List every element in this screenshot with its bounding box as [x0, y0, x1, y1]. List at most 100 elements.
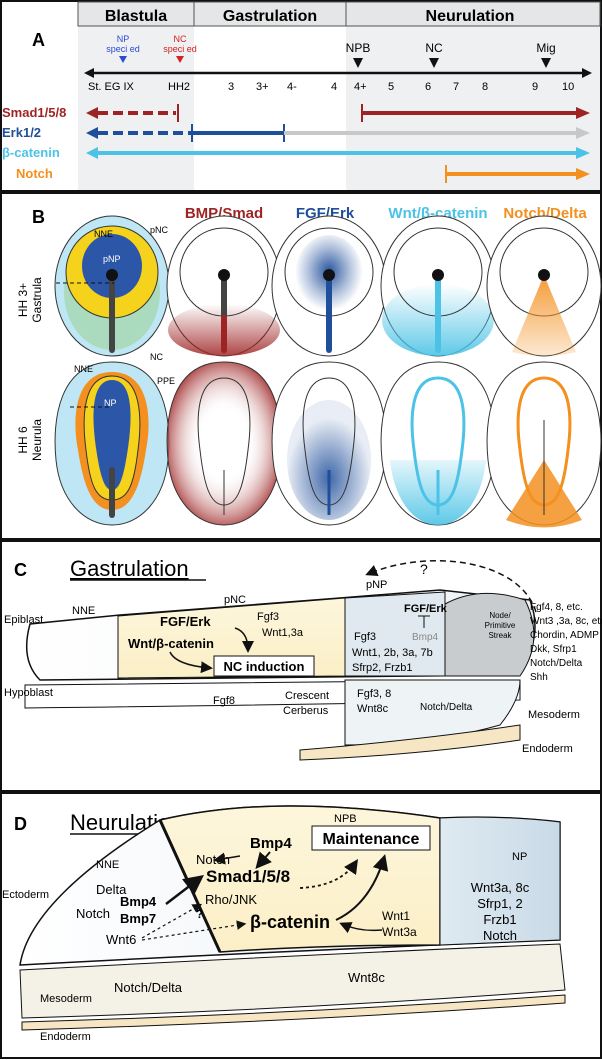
gastrula-notch-node: [538, 269, 550, 281]
nc-specified-icon: [176, 56, 184, 63]
tick-st: St. EG IX: [88, 81, 135, 93]
c-meso-gene-1: Fgf3, 8: [357, 688, 391, 700]
c-dashed-arrow: [365, 559, 537, 613]
panel-d: D Neurulation NPB NP NNE Ectoderm Notch …: [0, 792, 602, 1059]
row2-label-line1: HH 6: [16, 426, 30, 454]
d-np-gene-2: Sfrp1, 2: [477, 896, 523, 911]
d-endoderm-shape: [21, 994, 566, 1031]
c-endoderm: Endoderm: [522, 743, 573, 755]
c-right-gene-4: Dkk, Sfrp1: [530, 644, 577, 655]
panel-a-label: A: [32, 30, 45, 50]
gastrula-bmp: [166, 215, 282, 357]
nc-induction-box: [213, 655, 315, 677]
c-right-gene-5: Notch/Delta: [530, 658, 583, 669]
tick-8: 8: [482, 81, 488, 93]
tick-4p: 4+: [354, 81, 367, 93]
panel-a: A Blastula Gastrulation Neurulation NP s…: [0, 0, 602, 192]
neurula-bmp: [166, 361, 282, 526]
d-arrow-bmp7-smad: [165, 874, 204, 905]
c-nne-label: NNE: [72, 605, 95, 617]
c-pnp-gene-2: Wnt1, 2b, 3a, 7b: [352, 647, 433, 659]
c-fgf8: Fgf8: [213, 695, 235, 707]
d-rho: Rho/JNK: [205, 892, 257, 907]
d-arrow-wnt6-rho: [141, 903, 203, 939]
row1-label-line1: HH 3+: [16, 283, 30, 317]
d-arrow-bcat-maint: [335, 854, 389, 921]
neurula-np: [93, 380, 131, 490]
row2-label-line2: Neurula: [30, 419, 44, 461]
smad-right-arrow: [576, 107, 590, 119]
d-nne-label: NNE: [96, 859, 119, 871]
node-region: [444, 592, 535, 677]
gastrula-pnp-label: pNP: [103, 254, 121, 264]
d-arrow-bmp-notch: [213, 852, 241, 865]
d-np-label: NP: [512, 851, 527, 863]
d-maintenance: Maintenance: [323, 831, 420, 848]
panel-b-label: B: [32, 207, 45, 227]
stage-gastrulation: Gastrulation: [223, 8, 317, 25]
c-fgf3: Fgf3: [257, 611, 279, 623]
d-ectoderm-label: Ectoderm: [2, 889, 49, 901]
gastrula-nne-label: NNE: [94, 229, 113, 239]
tick-hh2: HH2: [168, 81, 190, 93]
col-notch-title: Notch/Delta: [503, 205, 587, 222]
row-notch-label: Notch: [16, 166, 53, 181]
gastrula-overview: NNE pNC pNP: [54, 215, 170, 357]
neurula-nc-label: NC: [150, 352, 163, 362]
erk-left-arrow: [86, 127, 98, 139]
gastrula-fgf-node: [323, 269, 335, 281]
row-smad-label: Smad1/5/8: [2, 105, 66, 120]
d-endoderm: Endoderm: [40, 1031, 91, 1043]
time-axis-left-arrow: [84, 68, 94, 78]
gastrula-node: [106, 269, 118, 281]
tick-10: 10: [562, 81, 574, 93]
d-question: ?: [196, 907, 203, 921]
panel-d-label: D: [14, 814, 27, 834]
c-fgf-arrow: [234, 627, 254, 653]
d-wnt6: Wnt6: [106, 932, 136, 947]
c-fgf-erk2: FGF/Erk: [404, 603, 448, 615]
c-right-genes: Fgf4, 8, etc. Wnt3 ,3a, 8c, etc. Chordin…: [530, 602, 602, 683]
neurula-fgf-gradient: [287, 400, 371, 520]
blastula-shade: [78, 2, 194, 190]
mig-marker-icon: [541, 58, 551, 68]
bcat-left-arrow: [86, 147, 98, 159]
epiblast-label: Epiblast: [4, 614, 43, 626]
tick-6: 6: [425, 81, 431, 93]
maintenance-box: [311, 825, 431, 851]
c-right-gene-3: Chordin, ADMP: [530, 630, 599, 641]
neurula-wnt: [380, 361, 496, 526]
d-bmp4-left: Bmp4: [120, 894, 157, 909]
panel-c: C Gastrulation Epiblast Hypoblast NNE pN…: [0, 540, 602, 792]
row-bcat-label: β-catenin: [2, 145, 60, 160]
notch-right-arrow: [576, 168, 590, 180]
c-right-gene-2: Wnt3 ,3a, 8c, etc.: [530, 616, 602, 627]
tick-7: 7: [453, 81, 459, 93]
gastrula-pnc-label: pNC: [150, 225, 169, 235]
nc-marker-icon: [429, 58, 439, 68]
c-mesoderm: Mesoderm: [528, 709, 580, 721]
neurula-nne-label: NNE: [74, 364, 93, 374]
d-arrow-wnt-bcat: [339, 922, 383, 934]
row1-label-line2: Gastrula: [30, 277, 44, 323]
tick-labels: St. EG IX HH2 3 3+ 4- 4 4+ 5 6 7 8 9 10: [88, 81, 574, 93]
c-bmp4: Bmp4: [412, 632, 439, 643]
tick-3p: 3+: [256, 81, 269, 93]
npb-marker-label: NPB: [346, 41, 371, 55]
gastrula-notch: [486, 215, 602, 357]
d-delta: Delta: [96, 882, 127, 897]
bcat-right-arrow: [576, 147, 590, 159]
c-wnt-arrow: [169, 651, 213, 674]
d-bcat: β-catenin: [250, 912, 330, 932]
neurula-overview: NNE NC NP PPE: [54, 352, 175, 526]
c-fgf-erk: FGF/Erk: [160, 614, 211, 629]
np-specified-icon: [119, 56, 127, 63]
endoderm-shape: [299, 724, 521, 761]
nc-specified-1: NC: [174, 34, 187, 44]
d-bmp7: Bmp7: [120, 911, 156, 926]
d-wnt1: Wnt1: [382, 909, 410, 923]
stage-neurulation: Neurulation: [426, 8, 515, 25]
col-bmp-title: BMP/Smad: [185, 205, 263, 222]
d-mesoderm-shape: [19, 943, 566, 1019]
d-np-gene-4: Notch: [483, 928, 517, 943]
